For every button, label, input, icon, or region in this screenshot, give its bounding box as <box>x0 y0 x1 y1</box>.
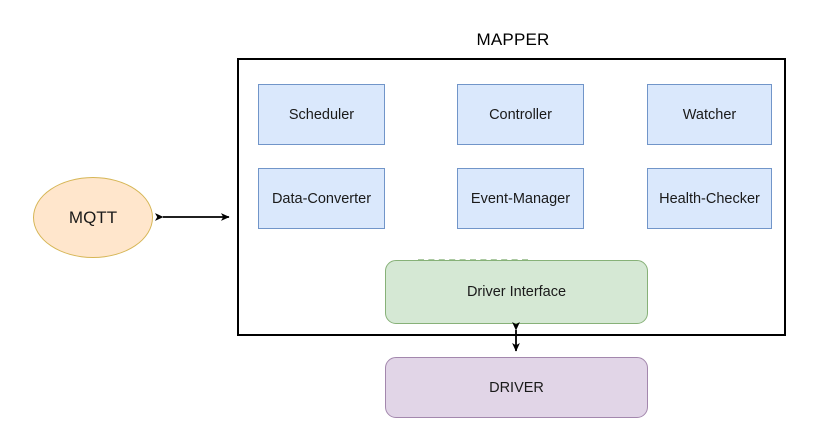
component-label: Event-Manager <box>470 190 571 207</box>
driver-box[interactable]: DRIVER <box>385 357 648 418</box>
component-box-watcher[interactable]: Watcher <box>647 84 772 145</box>
component-box-scheduler[interactable]: Scheduler <box>258 84 385 145</box>
component-box-event-manager[interactable]: Event-Manager <box>457 168 584 229</box>
component-label: Watcher <box>682 106 737 123</box>
driver-interface-box[interactable]: Driver Interface <box>385 260 648 324</box>
mqtt-label: MQTT <box>68 207 118 227</box>
component-box-controller[interactable]: Controller <box>457 84 584 145</box>
driver-interface-label: Driver Interface <box>466 284 567 300</box>
component-label: Data-Converter <box>271 190 372 207</box>
component-label: Controller <box>489 106 552 123</box>
component-label: Health-Checker <box>659 190 760 207</box>
driver-label: DRIVER <box>489 379 544 396</box>
component-box-health-checker[interactable]: Health-Checker <box>647 168 772 229</box>
component-box-data-converter[interactable]: Data-Converter <box>258 168 385 229</box>
mqtt-node[interactable]: MQTT <box>33 177 153 258</box>
mapper-container <box>237 58 786 336</box>
component-label: Scheduler <box>288 106 355 123</box>
page-title: MAPPER <box>476 30 550 49</box>
